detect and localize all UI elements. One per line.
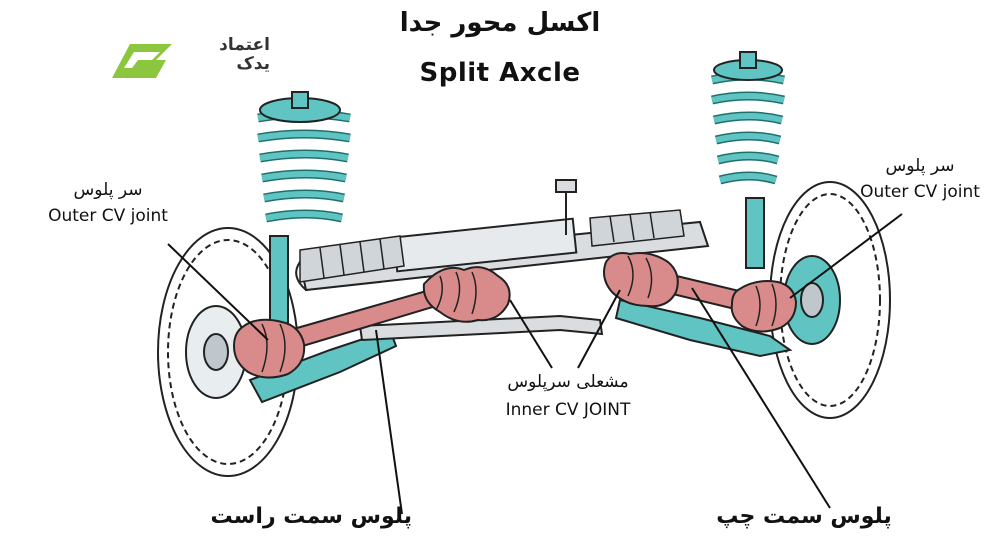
right-strut <box>711 51 785 269</box>
logo-line-2: یدک <box>236 54 270 74</box>
label-outer-cv-right-fa: سر پلوس <box>885 156 955 176</box>
logo-text: اعتماد یدک <box>190 36 270 74</box>
title-english: Split Axcle <box>419 58 581 88</box>
leader-lines <box>167 213 903 515</box>
left-strut <box>257 91 351 327</box>
label-right-shaft: پلوس سمت راست <box>210 504 412 529</box>
leader-inner-right <box>577 289 621 369</box>
label-left-shaft: پلوس سمت چپ <box>716 504 892 529</box>
label-outer-cv-right: سر پلوس Outer CV joint <box>832 156 1000 202</box>
lower-control-arms <box>248 298 793 404</box>
label-inner-cv-en: Inner CV JOINT <box>505 400 631 420</box>
logo-mark <box>112 44 172 78</box>
label-outer-cv-left-fa: سر پلوس <box>73 180 143 200</box>
rack-boots <box>299 209 685 283</box>
label-inner-cv-fa: مشعلی سرپلوس <box>507 372 629 392</box>
leader-right-shaft <box>375 329 403 515</box>
leader-left-shaft <box>691 287 831 509</box>
right-axle-shaft <box>232 266 511 379</box>
leader-outer-left <box>167 243 269 341</box>
label-inner-cv: مشعلی سرپلوس Inner CV JOINT <box>470 372 666 420</box>
logo-line-1: اعتماد <box>219 35 270 55</box>
right-wheel <box>769 181 891 419</box>
leader-inner-left <box>509 299 553 369</box>
label-outer-cv-left-en: Outer CV joint <box>48 206 168 226</box>
title-persian: اکسل محور جدا <box>399 8 601 38</box>
label-outer-cv-right-en: Outer CV joint <box>860 182 980 202</box>
left-axle-shaft <box>603 252 798 333</box>
left-wheel <box>157 227 299 477</box>
leader-outer-right <box>789 213 903 299</box>
label-outer-cv-left: سر پلوس Outer CV joint <box>18 180 198 226</box>
